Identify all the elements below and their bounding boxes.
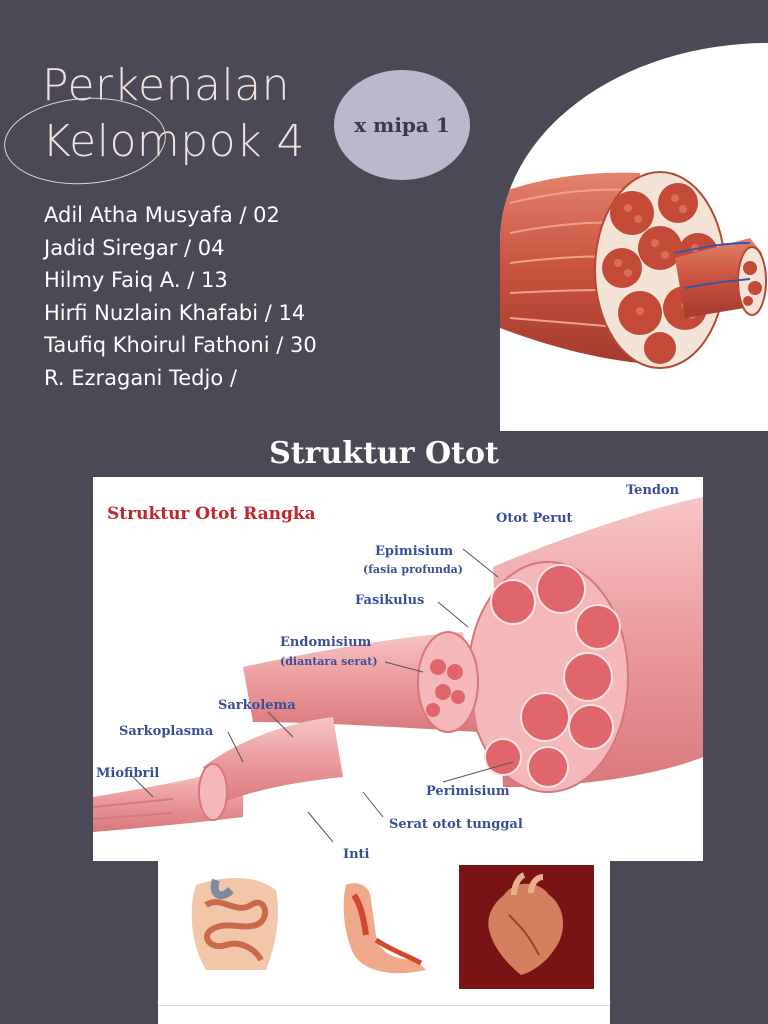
- muscle-bundle-illustration: [500, 171, 767, 369]
- muscle-type-thumbnails: [158, 861, 610, 1024]
- title-line-2: Kelompok 4: [42, 116, 306, 167]
- heart-illustration: [459, 865, 594, 989]
- label-epimisium: Epimisium: [375, 544, 453, 559]
- label-sarkolema: Sarkolema: [218, 698, 296, 713]
- class-badge: x mipa 1: [334, 70, 470, 180]
- label-inti: Inti: [343, 847, 370, 861]
- label-sarkoplasma: Sarkoplasma: [119, 724, 214, 739]
- thumbnail-divider: [158, 1005, 610, 1006]
- member-item: Taufiq Khoirul Fathoni / 30: [44, 333, 317, 357]
- section-title: Struktur Otot: [269, 436, 499, 471]
- arm-muscle-illustration: [316, 865, 451, 989]
- label-fasikulus: Fasikulus: [355, 593, 424, 608]
- muscle-bundle-panel: [500, 43, 768, 431]
- muscle-structure-diagram: Struktur Otot Rangka Tendon Otot Perut E…: [93, 477, 703, 861]
- member-item: Adil Atha Musyafa / 02: [44, 203, 280, 227]
- label-endomisium: Endomisium: [280, 635, 372, 650]
- label-otot-perut: Otot Perut: [496, 511, 573, 526]
- label-miofibril: Miofibril: [96, 766, 159, 781]
- member-list: Adil Atha Musyafa / 02 Jadid Siregar / 0…: [44, 199, 317, 394]
- label-serat: Serat otot tunggal: [389, 817, 523, 832]
- member-item: Hirfi Nuzlain Khafabi / 14: [44, 300, 306, 325]
- member-item: Hilmy Faiq A. / 13: [44, 268, 228, 292]
- intestine-illustration: [166, 865, 306, 989]
- class-badge-label: x mipa 1: [354, 113, 450, 137]
- member-item: Jadid Siregar / 04: [44, 235, 225, 260]
- muscle-structure-illustration: Struktur Otot Rangka Tendon Otot Perut E…: [93, 483, 703, 861]
- diagram-heading: Struktur Otot Rangka: [107, 504, 316, 524]
- label-diantara: (diantara serat): [280, 655, 378, 668]
- label-tendon: Tendon: [626, 483, 680, 498]
- label-perimisium: Perimisium: [426, 784, 510, 799]
- title-line-1: Perkenalan: [42, 60, 291, 111]
- page-title: Perkenalan Kelompok 4: [42, 58, 305, 170]
- member-item: R. Ezragani Tedjo /: [44, 365, 237, 390]
- label-fasia: (fasia profunda): [363, 563, 463, 576]
